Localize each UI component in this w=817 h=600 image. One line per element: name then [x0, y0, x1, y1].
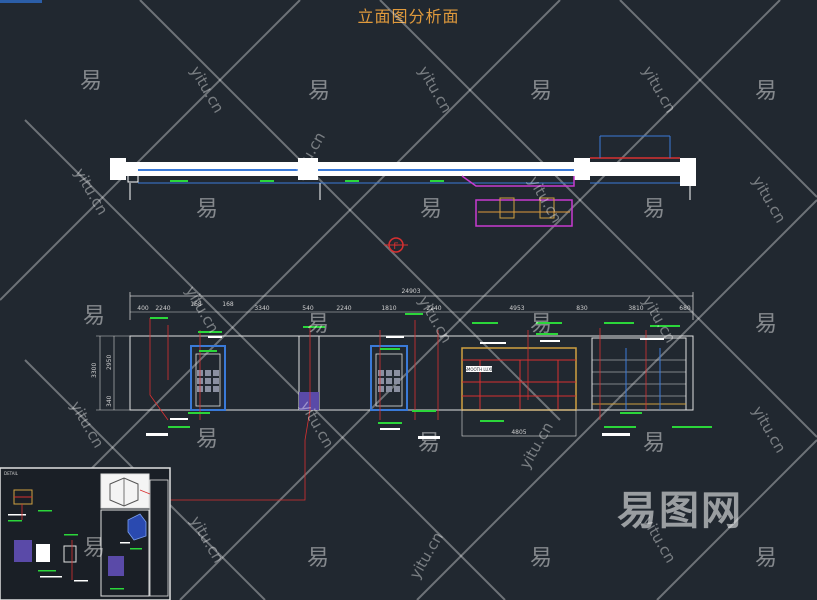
svg-text:3300: 3300 — [91, 363, 98, 378]
svg-text:168: 168 — [222, 301, 234, 308]
svg-text:易: 易 — [755, 312, 777, 337]
svg-text:540: 540 — [302, 305, 314, 312]
elevation-view: 3300 2950 340 SMOOTH LUXE — [91, 335, 694, 437]
svg-text:DETAIL: DETAIL — [4, 471, 19, 476]
svg-text:易: 易 — [530, 79, 552, 104]
svg-text:2950: 2950 — [106, 355, 113, 370]
svg-text:易: 易 — [755, 546, 777, 571]
svg-text:2240: 2240 — [155, 305, 170, 312]
svg-text:易: 易 — [420, 197, 442, 222]
svg-text:2240: 2240 — [426, 305, 441, 312]
svg-text:168: 168 — [190, 301, 202, 308]
plan-view — [110, 135, 696, 227]
callouts — [146, 180, 712, 501]
svg-text:680: 680 — [679, 305, 691, 312]
svg-text:易: 易 — [196, 427, 218, 452]
svg-text:400: 400 — [137, 305, 149, 312]
svg-text:3810: 3810 — [628, 305, 643, 312]
svg-text:易: 易 — [418, 431, 440, 456]
svg-text:2240: 2240 — [336, 305, 351, 312]
svg-text:yitu.cn: yitu.cn — [187, 513, 228, 566]
svg-text:4805: 4805 — [511, 429, 526, 436]
svg-text:yitu.cn: yitu.cn — [415, 63, 456, 116]
svg-text:yitu.cn: yitu.cn — [297, 398, 338, 451]
svg-text:yitu.cn: yitu.cn — [516, 419, 557, 472]
svg-text:易: 易 — [307, 546, 329, 571]
svg-text:yitu.cn: yitu.cn — [406, 529, 447, 582]
svg-text:F: F — [393, 242, 398, 252]
segment-dimensions: 400 2240 168 168 3340 540 2240 1810 2240… — [137, 301, 691, 312]
top-left-tab — [0, 0, 42, 3]
svg-text:yitu.cn: yitu.cn — [67, 398, 108, 451]
svg-text:yitu.cn: yitu.cn — [639, 63, 680, 116]
svg-text:易: 易 — [643, 197, 665, 222]
svg-text:易: 易 — [755, 79, 777, 104]
svg-text:340: 340 — [106, 395, 113, 407]
svg-text:易: 易 — [307, 312, 329, 337]
svg-text:易: 易 — [308, 79, 330, 104]
svg-text:4953: 4953 — [509, 305, 524, 312]
svg-text:830: 830 — [576, 305, 588, 312]
svg-text:易: 易 — [80, 69, 102, 94]
svg-text:yitu.cn: yitu.cn — [415, 293, 456, 346]
svg-text:yitu.cn: yitu.cn — [182, 283, 223, 336]
svg-text:1810: 1810 — [381, 305, 396, 312]
svg-text:易: 易 — [83, 304, 105, 329]
svg-text:易: 易 — [530, 546, 552, 571]
inset-detail-sheet: DETAIL — [0, 467, 171, 600]
overall-dimension: 24903 — [129, 288, 694, 320]
drawing-title: 立面图分析面 — [357, 7, 460, 26]
section-marker: F — [384, 237, 408, 253]
svg-text:易: 易 — [83, 536, 105, 561]
svg-text:3340: 3340 — [254, 305, 269, 312]
svg-text:yitu.cn: yitu.cn — [749, 403, 790, 456]
watermark-logo: 易图网 — [617, 488, 743, 534]
svg-text:yitu.cn: yitu.cn — [749, 173, 790, 226]
watermark-chars: 易 易 易 易 易 易 易 易 易 易 易 易 易 易 易 易 易 易 — [80, 69, 777, 571]
svg-text:易: 易 — [643, 431, 665, 456]
svg-text:24903: 24903 — [401, 288, 420, 295]
svg-text:易: 易 — [196, 197, 218, 222]
svg-text:SMOOTH LUXE: SMOOTH LUXE — [464, 367, 494, 372]
svg-text:易: 易 — [530, 312, 552, 337]
